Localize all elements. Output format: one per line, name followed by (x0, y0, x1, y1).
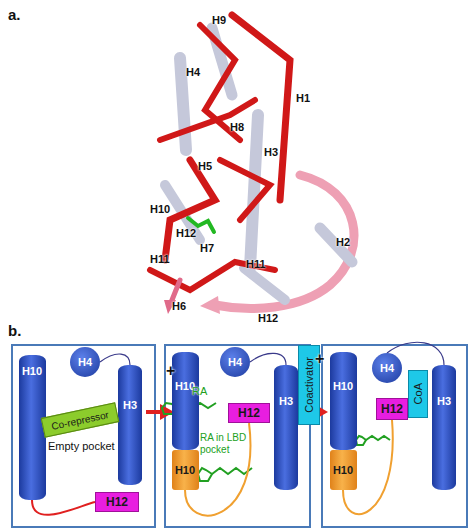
loop-connector (100, 354, 130, 365)
ligand-label: RA (192, 385, 207, 397)
loop-connector (250, 353, 286, 365)
node-text: H12 (106, 495, 128, 509)
node-text: H4 (380, 362, 394, 374)
helix-circle: H4 (220, 347, 250, 377)
helix-box: H10 (330, 450, 357, 490)
helix-label: H6 (172, 300, 186, 312)
panel-label: a. (8, 6, 21, 23)
helix-label: H3 (264, 146, 278, 158)
helix-label: H5 (198, 160, 212, 172)
panel-label: b. (8, 322, 21, 339)
panel-frame (322, 345, 467, 527)
node-text: Co-repressor (50, 409, 109, 432)
node-text: Coactivator (303, 357, 315, 413)
helix-cylinder: H3 (432, 365, 456, 490)
panel-frame (165, 345, 310, 527)
helix-cylinder: H10 (172, 352, 199, 450)
corepressor-box: Co-repressor (41, 402, 119, 437)
helix-label: H11 (246, 258, 266, 270)
helix-label: H4 (186, 66, 200, 78)
pocket-label: Empty pocket (48, 440, 115, 452)
helix-label: H7 (200, 242, 214, 254)
plus-sign: + (315, 350, 324, 368)
helix-label: H10 (150, 203, 170, 215)
helix-box: H12 (376, 398, 408, 420)
node-text: H12 (381, 402, 403, 416)
helix-cylinder: H3 (274, 365, 298, 490)
helix-label: H8 (230, 121, 244, 133)
node-text: H3 (279, 395, 293, 407)
node-text: H10 (333, 464, 353, 476)
helix-label: H1 (296, 92, 310, 104)
node-text: H10 (333, 380, 353, 392)
helix-box: H12 (228, 403, 270, 423)
node-text: H10 (22, 365, 42, 377)
node-text: CoA (412, 383, 424, 404)
plus-sign: + (166, 362, 175, 380)
helix-circle: H4 (70, 347, 100, 377)
node-text: H12 (238, 406, 260, 420)
loop-connector (32, 500, 95, 515)
node-text: H10 (175, 464, 195, 476)
coactivator-box: CoA (408, 370, 428, 418)
ligand-label: RA in LBD pocket (200, 432, 252, 455)
helix-box: H12 (95, 492, 139, 512)
helix-cylinder: H3 (118, 365, 142, 485)
helix-label: H11 (150, 253, 170, 265)
helix-label: H12 (258, 312, 278, 324)
panel-frame (12, 345, 155, 527)
helix-cylinder: H10 (330, 352, 357, 450)
node-text: H4 (78, 356, 92, 368)
helix-label: H2 (336, 236, 350, 248)
helix-box: H10 (172, 450, 199, 490)
helix-circle: H4 (372, 353, 402, 383)
helix-cylinder: H10 (19, 355, 46, 500)
node-text: H3 (123, 399, 137, 411)
node-text: H3 (437, 395, 451, 407)
protein-ribbon (150, 15, 354, 314)
helix-label: H9 (212, 14, 226, 26)
helix-label: H12 (176, 227, 196, 239)
node-text: H4 (228, 356, 242, 368)
